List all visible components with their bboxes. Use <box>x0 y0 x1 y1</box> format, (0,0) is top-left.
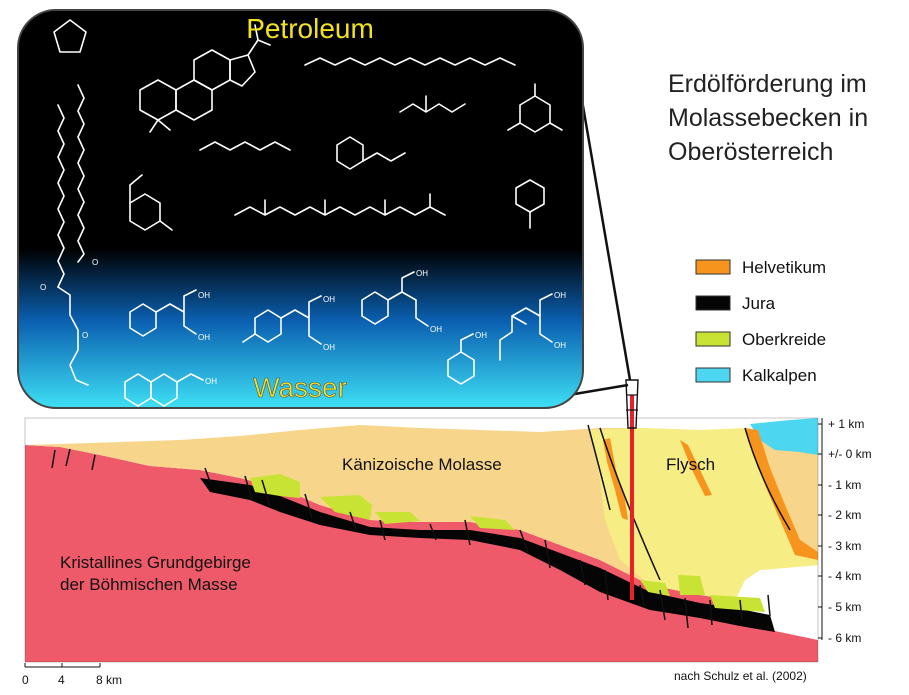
oberkreide-layer <box>640 580 670 596</box>
benzoic-acid-icon: OH <box>447 331 487 385</box>
legend-label-kalkalpen: Kalkalpen <box>742 366 817 385</box>
svg-text:OH: OH <box>198 291 210 300</box>
scale-label: 8 km <box>96 673 122 687</box>
region-label-flysch: Flysch <box>666 455 715 474</box>
oberkreide-layer <box>678 575 705 595</box>
svg-text:OH: OH <box>323 295 335 304</box>
legend-swatch-oberkreide <box>695 331 731 347</box>
toluene-icon <box>515 179 545 213</box>
fault-lines <box>51 424 791 629</box>
title-line-1: Erdölförderung im <box>668 70 867 98</box>
depth-label: - 4 km <box>828 569 861 583</box>
helvetikum-layer <box>745 428 818 560</box>
title-line-2: Molassebecken in <box>668 104 868 132</box>
legend: Helvetikum Jura Oberkreide Kalkalpen <box>695 258 826 385</box>
section-frame <box>24 417 819 663</box>
scale-label: 4 <box>58 673 65 687</box>
inset-title-wasser: Wasser <box>253 372 347 403</box>
lipid-chain-icon <box>77 84 85 263</box>
depth-label: - 2 km <box>828 508 861 522</box>
legend-swatch-kalkalpen <box>695 367 731 383</box>
isoprenoid-chain-icon <box>234 193 446 216</box>
helvetikum-layer <box>603 438 628 520</box>
kalkalpen-layer <box>750 418 818 455</box>
legend-label-jura: Jura <box>742 294 776 313</box>
heptane-icon <box>199 141 291 151</box>
acid-molecule-icon: OH OH <box>129 289 210 342</box>
svg-text:OH: OH <box>475 331 487 340</box>
svg-text:OH: OH <box>554 291 566 300</box>
svg-text:OH: OH <box>323 343 335 352</box>
legend-swatch-jura <box>695 295 731 311</box>
source-citation: nach Schulz et al. (2002) <box>674 669 807 683</box>
drilling-well <box>625 379 639 600</box>
svg-text:O: O <box>40 283 46 292</box>
region-label-molasse: Känizoische Molasse <box>342 455 502 474</box>
oberkreide-layer <box>320 495 372 520</box>
region-label-basement-1: Kristallines Grundgebirge <box>60 553 251 572</box>
molecule-inset: O O O OH OH OH OH OH OH OH OH <box>17 9 584 409</box>
region-label-basement-2: der Böhmischen Masse <box>60 575 238 594</box>
helvetikum-layer <box>680 440 712 496</box>
svg-text:OH: OH <box>198 333 210 342</box>
horizontal-scale-bar: 0 4 8 km <box>22 663 122 687</box>
alkane-chain-icon <box>304 57 516 66</box>
svg-text:O: O <box>92 258 98 267</box>
depth-label: + 1 km <box>828 417 864 431</box>
legend-label-helvetikum: Helvetikum <box>742 258 826 277</box>
cyclopentane-icon <box>53 19 87 53</box>
lipid-chain-icon <box>57 104 65 288</box>
oberkreide-layer <box>375 512 420 524</box>
svg-text:O: O <box>82 331 88 340</box>
depth-label: - 1 km <box>828 478 861 492</box>
branched-alkane-icon <box>399 95 466 113</box>
title-line-3: Oberösterreich <box>668 138 833 166</box>
inset-title-petroleum: Petroleum <box>246 13 374 44</box>
legend-label-oberkreide: Oberkreide <box>742 330 826 349</box>
scale-label: 0 <box>22 673 29 687</box>
svg-text:OH: OH <box>554 341 566 350</box>
cross-section <box>24 417 819 663</box>
naphthoic-acid-icon: OH <box>124 373 217 407</box>
main-title: Erdölförderung im Molassebecken in Oberö… <box>668 70 868 166</box>
svg-text:OH: OH <box>205 377 217 386</box>
svg-text:OH: OH <box>430 325 442 334</box>
acid-molecule-icon: OH OH <box>242 295 335 352</box>
acid-molecule-icon: OH OH <box>499 291 566 361</box>
acid-molecule-icon: OH OH <box>361 269 442 334</box>
depth-label: +/- 0 km <box>828 447 872 461</box>
legend-swatch-helvetikum <box>695 259 731 275</box>
oberkreide-layer <box>710 595 765 612</box>
steroid-molecule-icon <box>139 24 271 133</box>
depth-label: - 6 km <box>828 631 861 645</box>
depth-label: - 3 km <box>828 539 861 553</box>
depth-scale: + 1 km +/- 0 km - 1 km - 2 km - 3 km - 4… <box>818 417 872 645</box>
depth-label: - 5 km <box>828 600 861 614</box>
svg-text:OH: OH <box>416 269 428 278</box>
basement-layer <box>25 445 818 662</box>
oberkreide-layer <box>470 516 515 530</box>
